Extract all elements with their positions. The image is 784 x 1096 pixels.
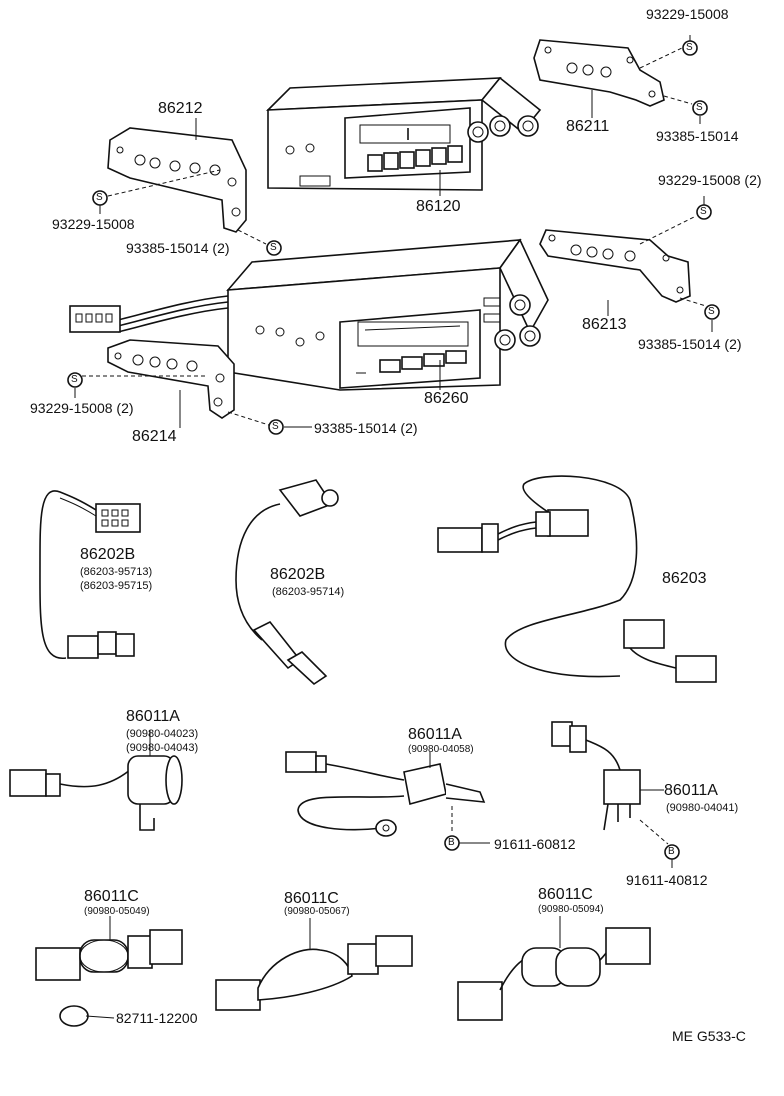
screw-letter: S xyxy=(272,421,279,432)
label-86011A-c-sub: (90980-04041) xyxy=(666,802,739,814)
label-86120: 86120 xyxy=(416,198,461,215)
part-86011C-c xyxy=(457,916,651,1021)
screw-letter: S xyxy=(270,242,277,253)
label-86214: 86214 xyxy=(132,428,177,445)
label-86011A-a-sub1: (90980-04023) xyxy=(126,728,199,740)
cable-86203 xyxy=(437,475,717,683)
label-86011C-b-sub: (90980-05067) xyxy=(284,906,350,917)
label-86011C-c: 86011C xyxy=(538,886,593,903)
screw-letter: S xyxy=(708,306,715,317)
footer-code: ME G533-C xyxy=(672,1028,746,1044)
label-91611-40812: 91611-40812 xyxy=(626,872,708,888)
part-86011C-b xyxy=(215,918,413,1011)
part-86011A-c xyxy=(551,721,673,868)
bracket-86211 xyxy=(533,39,665,107)
label-86011C-b: 86011C xyxy=(284,890,339,907)
label-86203: 86203 xyxy=(662,570,707,587)
label-86260: 86260 xyxy=(424,390,469,407)
label-91611-60812: 91611-60812 xyxy=(494,836,576,852)
label-86011C-c-sub: (90980-05094) xyxy=(538,904,604,915)
label-93229-15008-top: 93229-15008 xyxy=(646,6,729,22)
label-82711-12200: 82711-12200 xyxy=(116,1010,198,1026)
part-86011A-b xyxy=(285,751,490,844)
label-86011A-b-sub: (90980-04058) xyxy=(408,744,474,755)
screw-letter: S xyxy=(96,192,103,203)
radio-cassette-unit-86260 xyxy=(69,238,549,391)
part-86011A-a xyxy=(9,730,183,831)
part-86011C-a xyxy=(35,916,183,1027)
label-93385-15014-lower: 93385-15014 (2) xyxy=(314,420,418,436)
label-86011A-b: 86011A xyxy=(408,726,462,743)
label-86202B-a-sub2: (86203-95715) xyxy=(80,580,153,592)
label-93229-15008-lower: 93229-15008 (2) xyxy=(30,400,134,416)
radio-unit-86120 xyxy=(265,76,542,191)
label-86212: 86212 xyxy=(158,100,203,117)
screw-letter: S xyxy=(686,42,693,53)
screw-letter: S xyxy=(71,374,78,385)
label-86213: 86213 xyxy=(582,316,627,333)
bolt-letter: B xyxy=(448,837,455,848)
label-86211: 86211 xyxy=(566,118,610,135)
label-86202B-b-sub: (86203-95714) xyxy=(272,586,345,598)
label-86011C-a: 86011C xyxy=(84,888,139,905)
label-86202B-a: 86202B xyxy=(80,546,136,563)
label-86011C-a-sub: (90980-05049) xyxy=(84,906,150,917)
label-86011A-a-sub2: (90980-04043) xyxy=(126,742,199,754)
label-93385-15014-right: 93385-15014 (2) xyxy=(638,336,742,352)
label-86011A-a: 86011A xyxy=(126,708,180,725)
bracket-86213 xyxy=(539,229,691,303)
label-86011A-c: 86011A xyxy=(664,782,718,799)
label-93229-15008-left: 93229-15008 xyxy=(52,216,135,232)
bracket-86214 xyxy=(107,339,235,419)
label-86202B-b: 86202B xyxy=(270,566,326,583)
label-93229-15008-right: 93229-15008 (2) xyxy=(658,172,762,188)
leader-lines xyxy=(74,35,713,428)
label-93385-15014-left: 93385-15014 (2) xyxy=(126,240,230,256)
cable-86202B-b xyxy=(235,479,339,686)
bolt-letter: B xyxy=(668,846,675,857)
screw-symbols xyxy=(67,40,720,860)
label-86202B-a-sub1: (86203-95713) xyxy=(80,566,153,578)
label-93385-15014-top: 93385-15014 xyxy=(656,128,739,144)
screw-letter: S xyxy=(696,102,703,113)
screw-letter: S xyxy=(700,206,707,217)
cable-86202B-a xyxy=(39,490,141,659)
